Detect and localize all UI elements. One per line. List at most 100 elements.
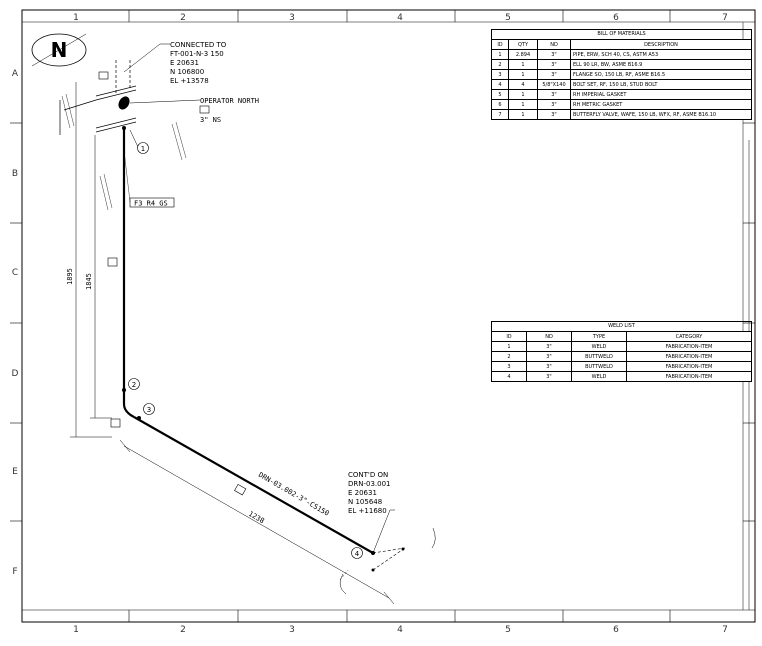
weld-cell: 3 xyxy=(491,361,527,372)
vertical-dimension-inner: 1845 xyxy=(85,273,93,290)
spec-tag-frame xyxy=(129,197,175,208)
connected-to-title: CONNECTED TO xyxy=(170,41,227,49)
annotation-hatches xyxy=(61,93,187,211)
pipe-tag-box xyxy=(107,257,118,267)
weld-cell: 3" xyxy=(526,361,572,372)
row-label-f: F xyxy=(12,567,17,577)
col-label-3-bottom: 3 xyxy=(289,625,295,635)
connected-to-e: E 20631 xyxy=(170,59,199,67)
row-label-e: E xyxy=(12,467,18,477)
bom-cell: RH IMPERIAL GASKET xyxy=(570,89,752,100)
marker-3: 3 xyxy=(147,406,151,414)
weld-cell: WELD xyxy=(571,341,627,352)
row-label-b: B xyxy=(12,169,18,179)
marker-2-circle xyxy=(128,378,140,390)
bill-of-materials-table: BILL OF MATERIALS ID QTY ND DESCRIPTION … xyxy=(491,29,752,120)
weld-header-category: CATEGORY xyxy=(626,331,752,342)
horizontal-dimension: 1238 xyxy=(247,510,266,525)
marker-2: 2 xyxy=(132,381,136,389)
weld-cell: FABRICATION-ITEM xyxy=(626,351,752,362)
marker-4-circle xyxy=(351,547,363,559)
tag-box-top xyxy=(98,71,109,80)
row-label-d: D xyxy=(12,369,19,379)
bom-cell: 3" xyxy=(537,49,571,60)
bom-cell: 3" xyxy=(537,109,571,120)
bom-cell: ELL 90 LR, BW, ASME B16.9 xyxy=(570,59,752,70)
bom-cell: 2.894 xyxy=(508,49,538,60)
weld-cell: FABRICATION-ITEM xyxy=(626,341,752,352)
weld-header-type: TYPE xyxy=(571,331,627,342)
bom-cell: RH METRIC GASKET xyxy=(570,99,752,110)
col-label-1-bottom: 1 xyxy=(73,625,79,635)
dimension-lines xyxy=(70,82,395,605)
bom-cell: 7 xyxy=(491,109,509,120)
weld-header-id: ID xyxy=(491,331,527,342)
row-label-a: A xyxy=(12,69,19,79)
contd-on-block: CONT'D ON DRN-03.001 E 20631 N 105648 EL… xyxy=(348,471,391,515)
vertical-dimension-outer: 1895 xyxy=(66,268,74,285)
col-label-6: 6 xyxy=(613,13,619,23)
operator-leader xyxy=(129,99,201,104)
contd-on-line: DRN-03.001 xyxy=(348,480,391,488)
bom-header-id: ID xyxy=(491,39,509,50)
col-label-2-bottom: 2 xyxy=(180,625,186,635)
bom-cell: 1 xyxy=(508,109,538,120)
flange-top xyxy=(59,60,137,135)
bom-cell: 1 xyxy=(508,69,538,80)
operator-tag-box xyxy=(199,105,210,114)
contd-on-leader xyxy=(372,509,395,554)
bom-cell: 5/8"X140 xyxy=(537,79,571,90)
contd-on-el: EL +11680 xyxy=(348,507,387,515)
connected-to-n: N 106800 xyxy=(170,68,204,76)
weld-title: WELD LIST xyxy=(491,321,752,331)
operator-size: 3" NS xyxy=(200,116,221,124)
weld-cell: 1 xyxy=(491,341,527,352)
bend-tag-box xyxy=(110,418,121,428)
marker-4: 4 xyxy=(355,550,360,558)
bom-header-qty: QTY xyxy=(508,39,538,50)
connected-to-block: CONNECTED TO FT-001-N-3 150 E 20631 N 10… xyxy=(170,41,227,85)
bom-cell: PIPE, ERW, SCH 40, CS, ASTM A53 xyxy=(570,49,752,60)
col-label-7-bottom: 7 xyxy=(722,625,728,635)
bom-cell: 3" xyxy=(537,89,571,100)
weld-cell: 3" xyxy=(526,371,572,382)
spec-tag: F3 R4 GS xyxy=(134,200,168,208)
bom-cell: 1 xyxy=(508,99,538,110)
weld-cell: 4 xyxy=(491,371,527,382)
weld-cell: 3" xyxy=(526,341,572,352)
marker-1: 1 xyxy=(141,145,145,153)
operator-label: OPERATOR NORTH xyxy=(200,97,259,105)
bom-cell: BUTTERFLY VALVE, WAFE, 150 LB, WFX, RF, … xyxy=(570,109,752,120)
weld-header-nd: ND xyxy=(526,331,572,342)
butterfly-valve-symbol xyxy=(118,96,130,110)
bom-cell: 1 xyxy=(491,49,509,60)
row-label-c: C xyxy=(12,268,18,278)
col-label-5-bottom: 5 xyxy=(505,625,511,635)
bom-header-description: DESCRIPTION xyxy=(570,39,752,50)
bom-cell: 2 xyxy=(491,59,509,70)
bom-cell: 3" xyxy=(537,69,571,80)
flange-point xyxy=(122,126,126,130)
weld-cell: WELD xyxy=(571,371,627,382)
weld-markers: 1 2 3 4 xyxy=(128,142,363,559)
connected-to-el: EL +13578 xyxy=(170,77,209,85)
north-arrow: N xyxy=(31,33,87,67)
pipe-run xyxy=(122,128,406,571)
weld-header-row: ID ND TYPE CATEGORY xyxy=(491,331,752,342)
col-label-4-bottom: 4 xyxy=(397,625,403,635)
bom-cell: 5 xyxy=(491,89,509,100)
marker-1-circle xyxy=(137,142,149,154)
bom-cell: 1 xyxy=(508,59,538,70)
bom-cell: FLANGE SO, 150 LB, RF, ASME B16.5 xyxy=(570,69,752,80)
